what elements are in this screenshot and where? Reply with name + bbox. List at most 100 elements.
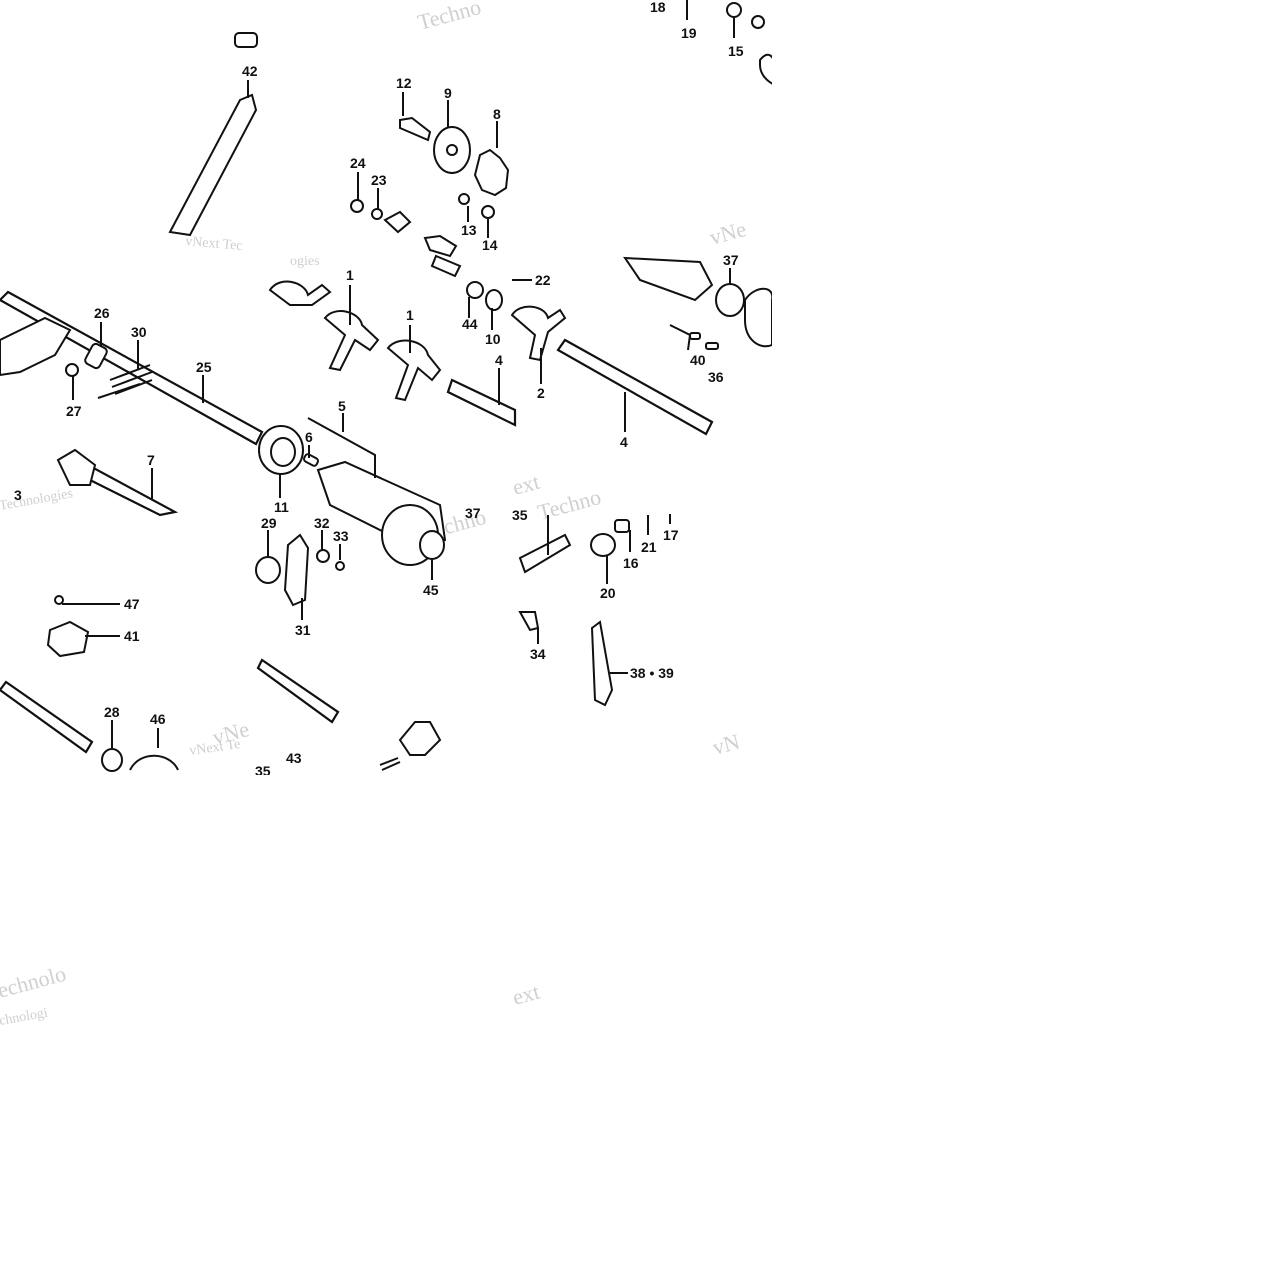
watermark: vNext Tec <box>185 234 244 254</box>
part-11-bearing-inner <box>270 437 296 467</box>
part-label: 10 <box>485 331 501 347</box>
part-label: 42 <box>242 63 258 79</box>
part-32-washer <box>316 549 330 563</box>
part-sensor <box>423 234 458 258</box>
part-label: 47 <box>124 596 140 612</box>
part-label: 4 <box>495 352 503 368</box>
watermark: vNe <box>210 716 252 750</box>
mask-bottom <box>0 775 772 1285</box>
part-22-plunger <box>430 254 462 278</box>
part-label: 33 <box>333 528 349 544</box>
part-33-clip <box>335 561 345 571</box>
watermark: vNe <box>707 216 749 250</box>
part-label: 30 <box>131 324 147 340</box>
mask-right <box>772 0 1285 1285</box>
part-4-shaft <box>556 338 714 436</box>
part-label: 13 <box>461 222 477 238</box>
part-shift-fork-top <box>268 280 332 306</box>
part-labels: 18 19 15 42 12 9 8 24 23 13 14 22 1 1 26… <box>14 0 744 779</box>
part-10-washer <box>485 289 503 311</box>
part-2-shift-fork <box>510 305 567 362</box>
part-label: 22 <box>535 272 551 288</box>
part-label: 36 <box>708 369 724 385</box>
part-16-collar <box>614 519 630 533</box>
part-label: 32 <box>314 515 330 531</box>
part-41-clamp <box>46 620 90 658</box>
part-label: 1 <box>406 307 414 323</box>
part-label: 24 <box>350 155 366 171</box>
part-35-spring <box>379 757 401 771</box>
part-washer-top <box>751 15 765 29</box>
part-9-hole <box>446 144 458 156</box>
part-label: 46 <box>150 711 166 727</box>
part-13-bolt <box>458 193 470 205</box>
watermark: Techno <box>535 484 604 525</box>
part-20-bearing <box>590 533 616 557</box>
part-43-plug <box>398 721 442 756</box>
watermark: Technologies <box>0 486 74 514</box>
part-34-bolt <box>518 611 540 632</box>
part-label: 12 <box>396 75 412 91</box>
part-42-shift-arm <box>168 93 258 237</box>
part-label: 43 <box>286 750 302 766</box>
part-4-shaft <box>446 378 517 427</box>
part-36-key <box>705 342 719 350</box>
part-label: 34 <box>530 646 546 662</box>
part-label: 27 <box>66 403 82 419</box>
leader-line <box>669 324 692 351</box>
part-label: 45 <box>423 582 439 598</box>
part-label: 40 <box>690 352 706 368</box>
part-switch <box>383 210 412 234</box>
part-label: 6 <box>305 429 313 445</box>
part-label: 15 <box>728 43 744 59</box>
part-27-bolt <box>65 363 79 377</box>
watermark: ext <box>510 469 542 500</box>
part-40-pin <box>689 332 701 340</box>
watermark: Techno <box>415 0 484 35</box>
part-label: 44 <box>462 316 478 332</box>
watermark: ogies <box>290 254 320 269</box>
part-housing-right <box>744 287 774 348</box>
part-23-washer <box>371 208 383 220</box>
part-47-screw <box>54 595 64 605</box>
part-shaft-end <box>56 448 97 486</box>
leader-lines <box>62 0 735 748</box>
leader-line <box>307 417 376 478</box>
part-label: 28 <box>104 704 120 720</box>
part-25-shift-shaft <box>0 290 264 446</box>
part-label: 11 <box>274 499 289 515</box>
part-label: 4 <box>620 434 628 450</box>
part-label: 38 • 39 <box>630 665 674 681</box>
part-24-nut <box>350 199 364 213</box>
watermark: vN <box>710 729 743 760</box>
part-label: 14 <box>482 237 498 253</box>
part-label: 5 <box>338 398 346 414</box>
part-31-lever <box>283 533 310 607</box>
part-37-o-ring <box>715 283 745 317</box>
part-1-shift-fork <box>386 339 442 402</box>
part-3-shaft <box>0 680 94 754</box>
part-35-shaft <box>518 533 572 574</box>
part-label: 19 <box>681 25 697 41</box>
part-label: 35 <box>512 507 528 523</box>
part-label: 29 <box>261 515 277 531</box>
part-28-washer <box>101 748 123 772</box>
part-6-pin <box>302 453 320 467</box>
part-45-bearing <box>419 530 445 560</box>
part-label: 37 <box>465 505 481 521</box>
part-44-circlip <box>466 281 484 299</box>
part-label: 18 <box>650 0 666 15</box>
part-label: 20 <box>600 585 616 601</box>
part-14-washer <box>481 205 495 219</box>
part-label: 16 <box>623 555 639 571</box>
part-7-shaft <box>78 463 179 517</box>
part-1-shift-fork <box>323 310 380 372</box>
part-bracket-left <box>0 316 72 377</box>
part-pin-top <box>234 32 258 48</box>
part-12-bolt <box>399 116 432 142</box>
part-label: 21 <box>641 539 657 555</box>
part-label: 41 <box>124 628 140 644</box>
part-46-cover <box>129 754 179 771</box>
part-shaft-right <box>623 256 714 302</box>
